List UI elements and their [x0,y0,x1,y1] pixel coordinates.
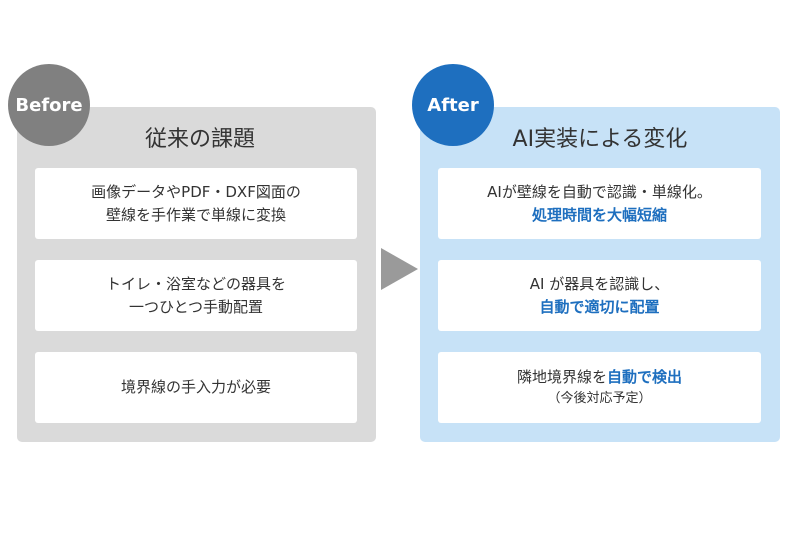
right-arrow-icon [381,248,418,290]
before-card-1-line1: 画像データやPDF・DXF図面の [91,182,301,201]
after-card-1-line1: AIが壁線を自動で認識・単線化。 [487,182,712,201]
before-card-1-line2: 壁線を手作業で単線に変換 [105,205,286,224]
after-badge: After [412,64,494,146]
after-card-1: AIが壁線を自動で認識・単線化。 処理時間を大幅短縮 [438,168,761,239]
before-card-3-line1: 境界線の手入力が必要 [120,378,271,396]
before-badge: Before [8,64,90,146]
after-title: AI実装による変化 [512,127,688,152]
after-card-3-highlight: 自動で検出 [607,368,683,386]
after-card-1-highlight: 処理時間を大幅短縮 [531,205,667,224]
after-card-3-note: （今後対応予定） [547,391,652,406]
before-card-2: トイレ・浴室などの器具を 一つひとつ手動配置 [35,260,357,331]
after-card-3-plain: 隣地境界線を [516,368,607,386]
after-card-2-highlight: 自動で適切に配置 [539,297,660,316]
before-card-1: 画像データやPDF・DXF図面の 壁線を手作業で単線に変換 [35,168,357,239]
before-card-3: 境界線の手入力が必要 [35,352,357,423]
before-card-2-line1: トイレ・浴室などの器具を [105,274,286,293]
before-card-2-line2: 一つひとつ手動配置 [129,297,263,316]
after-card-2: AI が器具を認識し、 自動で適切に配置 [438,260,761,331]
after-card-2-line1: AI が器具を認識し、 [529,274,670,293]
after-card-3: 隣地境界線を自動で検出 （今後対応予定） [438,352,761,423]
after-card-3-line1: 隣地境界線を自動で検出 [517,366,682,389]
before-title: 従来の課題 [144,127,255,152]
